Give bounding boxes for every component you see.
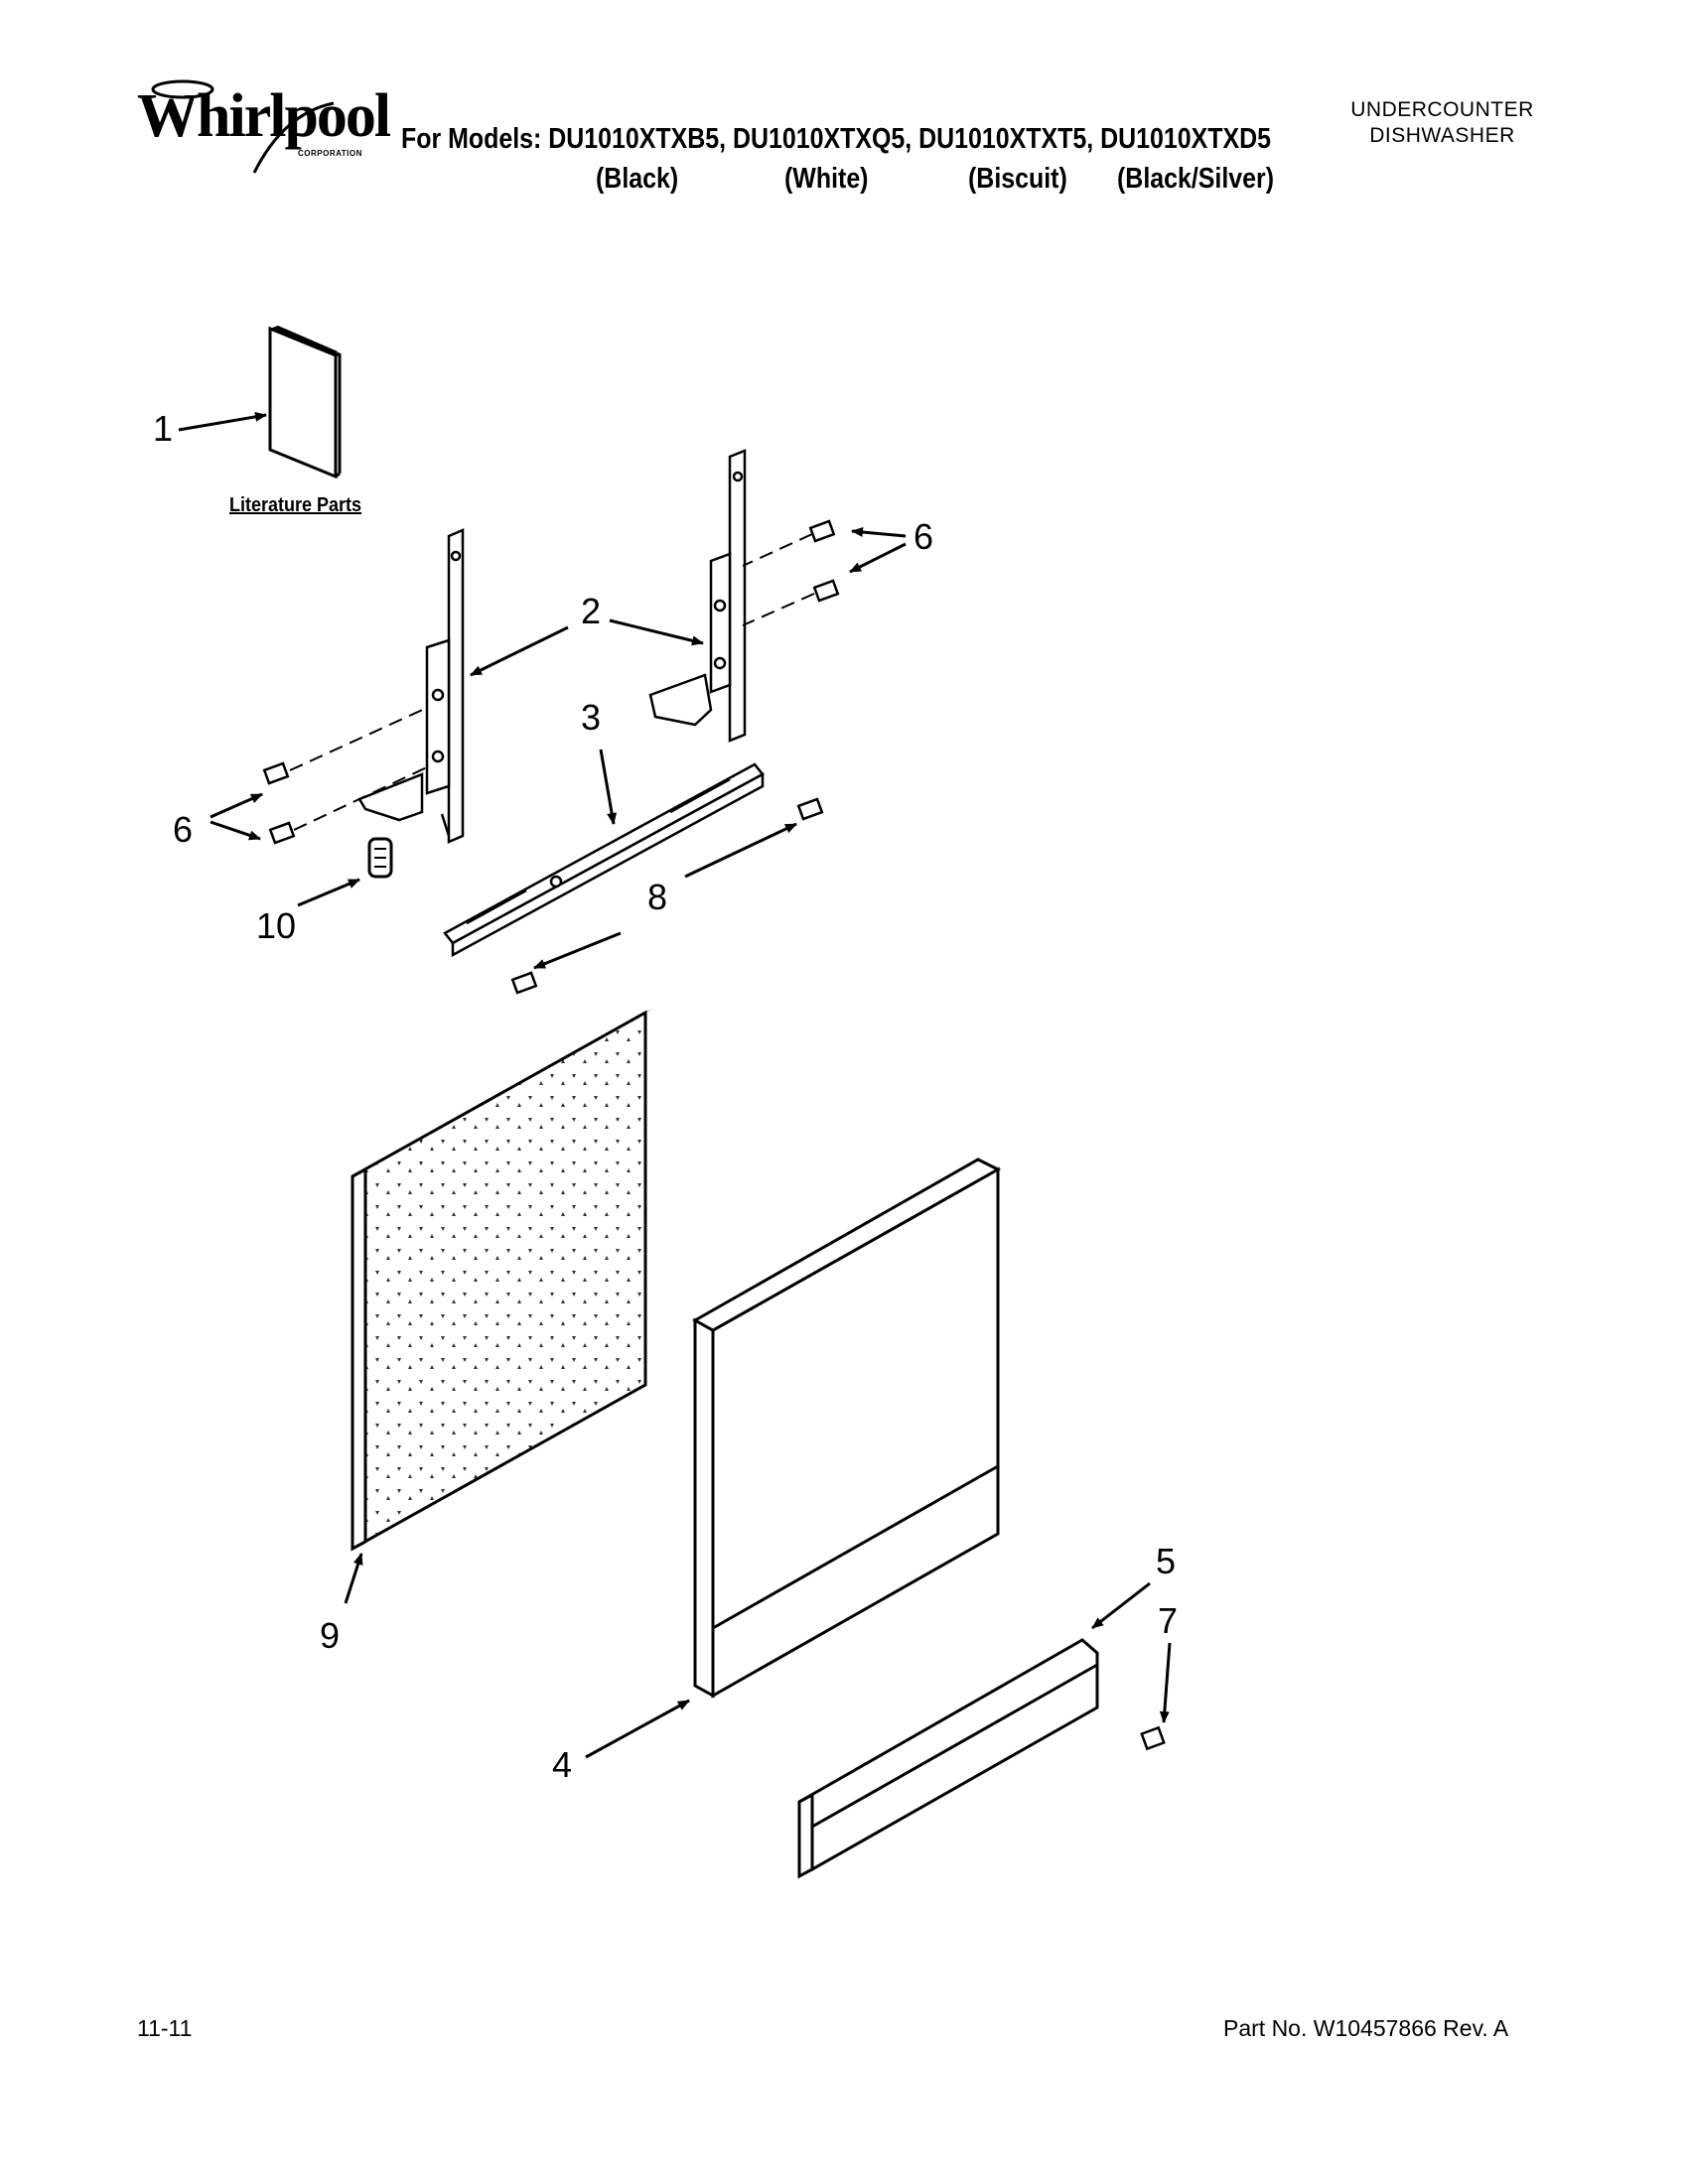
callout-7: 7 [1158,1600,1179,1641]
callout-6-right: 6 [914,516,934,557]
callout-4: 4 [552,1744,573,1785]
callout-9: 9 [320,1615,341,1656]
color-label-black: (Black) [596,163,679,195]
toe-panel [797,1638,1099,1879]
part-number: Part No. W10457866 Rev. A [1223,2015,1509,2041]
product-type-line-1: UNDERCOUNTER [1350,98,1534,121]
callout-1: 1 [153,408,174,449]
callout-10: 10 [256,905,297,946]
product-type: UNDERCOUNTER DISHWASHER [1321,97,1564,149]
hinge-bracket-left [357,528,465,844]
hinge-bracket-right [648,449,747,743]
logo-swoosh-icon [151,79,335,174]
screw-guide-lines [289,533,815,831]
brand-name: Whirlpool [137,82,391,150]
insulation-panel [351,1009,653,1552]
date-code: 11-11 [137,2015,193,2041]
outer-door-panel [691,1158,1002,1699]
screw-icon [262,519,1166,1751]
literature-booklet [268,326,342,479]
color-label-biscuit: (Biscuit) [968,163,1067,195]
literature-parts-label: Literature Parts [229,494,362,516]
callout-8: 8 [647,877,668,917]
callout-6-left: 6 [173,809,194,850]
product-type-line-2: DISHWASHER [1369,124,1515,147]
color-label-white: (White) [784,163,869,195]
bumper-pad [367,837,393,879]
mounting-rail [443,762,765,958]
leader-lines [178,411,1172,1759]
callout-3: 3 [581,697,602,738]
callout-5: 5 [1156,1541,1177,1581]
models-line: For Models: DU1010XTXB5, DU1010XTXQ5, DU… [401,123,1272,155]
brand-corporation: CORPORATION [298,149,362,158]
callout-2: 2 [581,591,602,631]
color-label-black-silver: (Black/Silver) [1117,163,1275,195]
